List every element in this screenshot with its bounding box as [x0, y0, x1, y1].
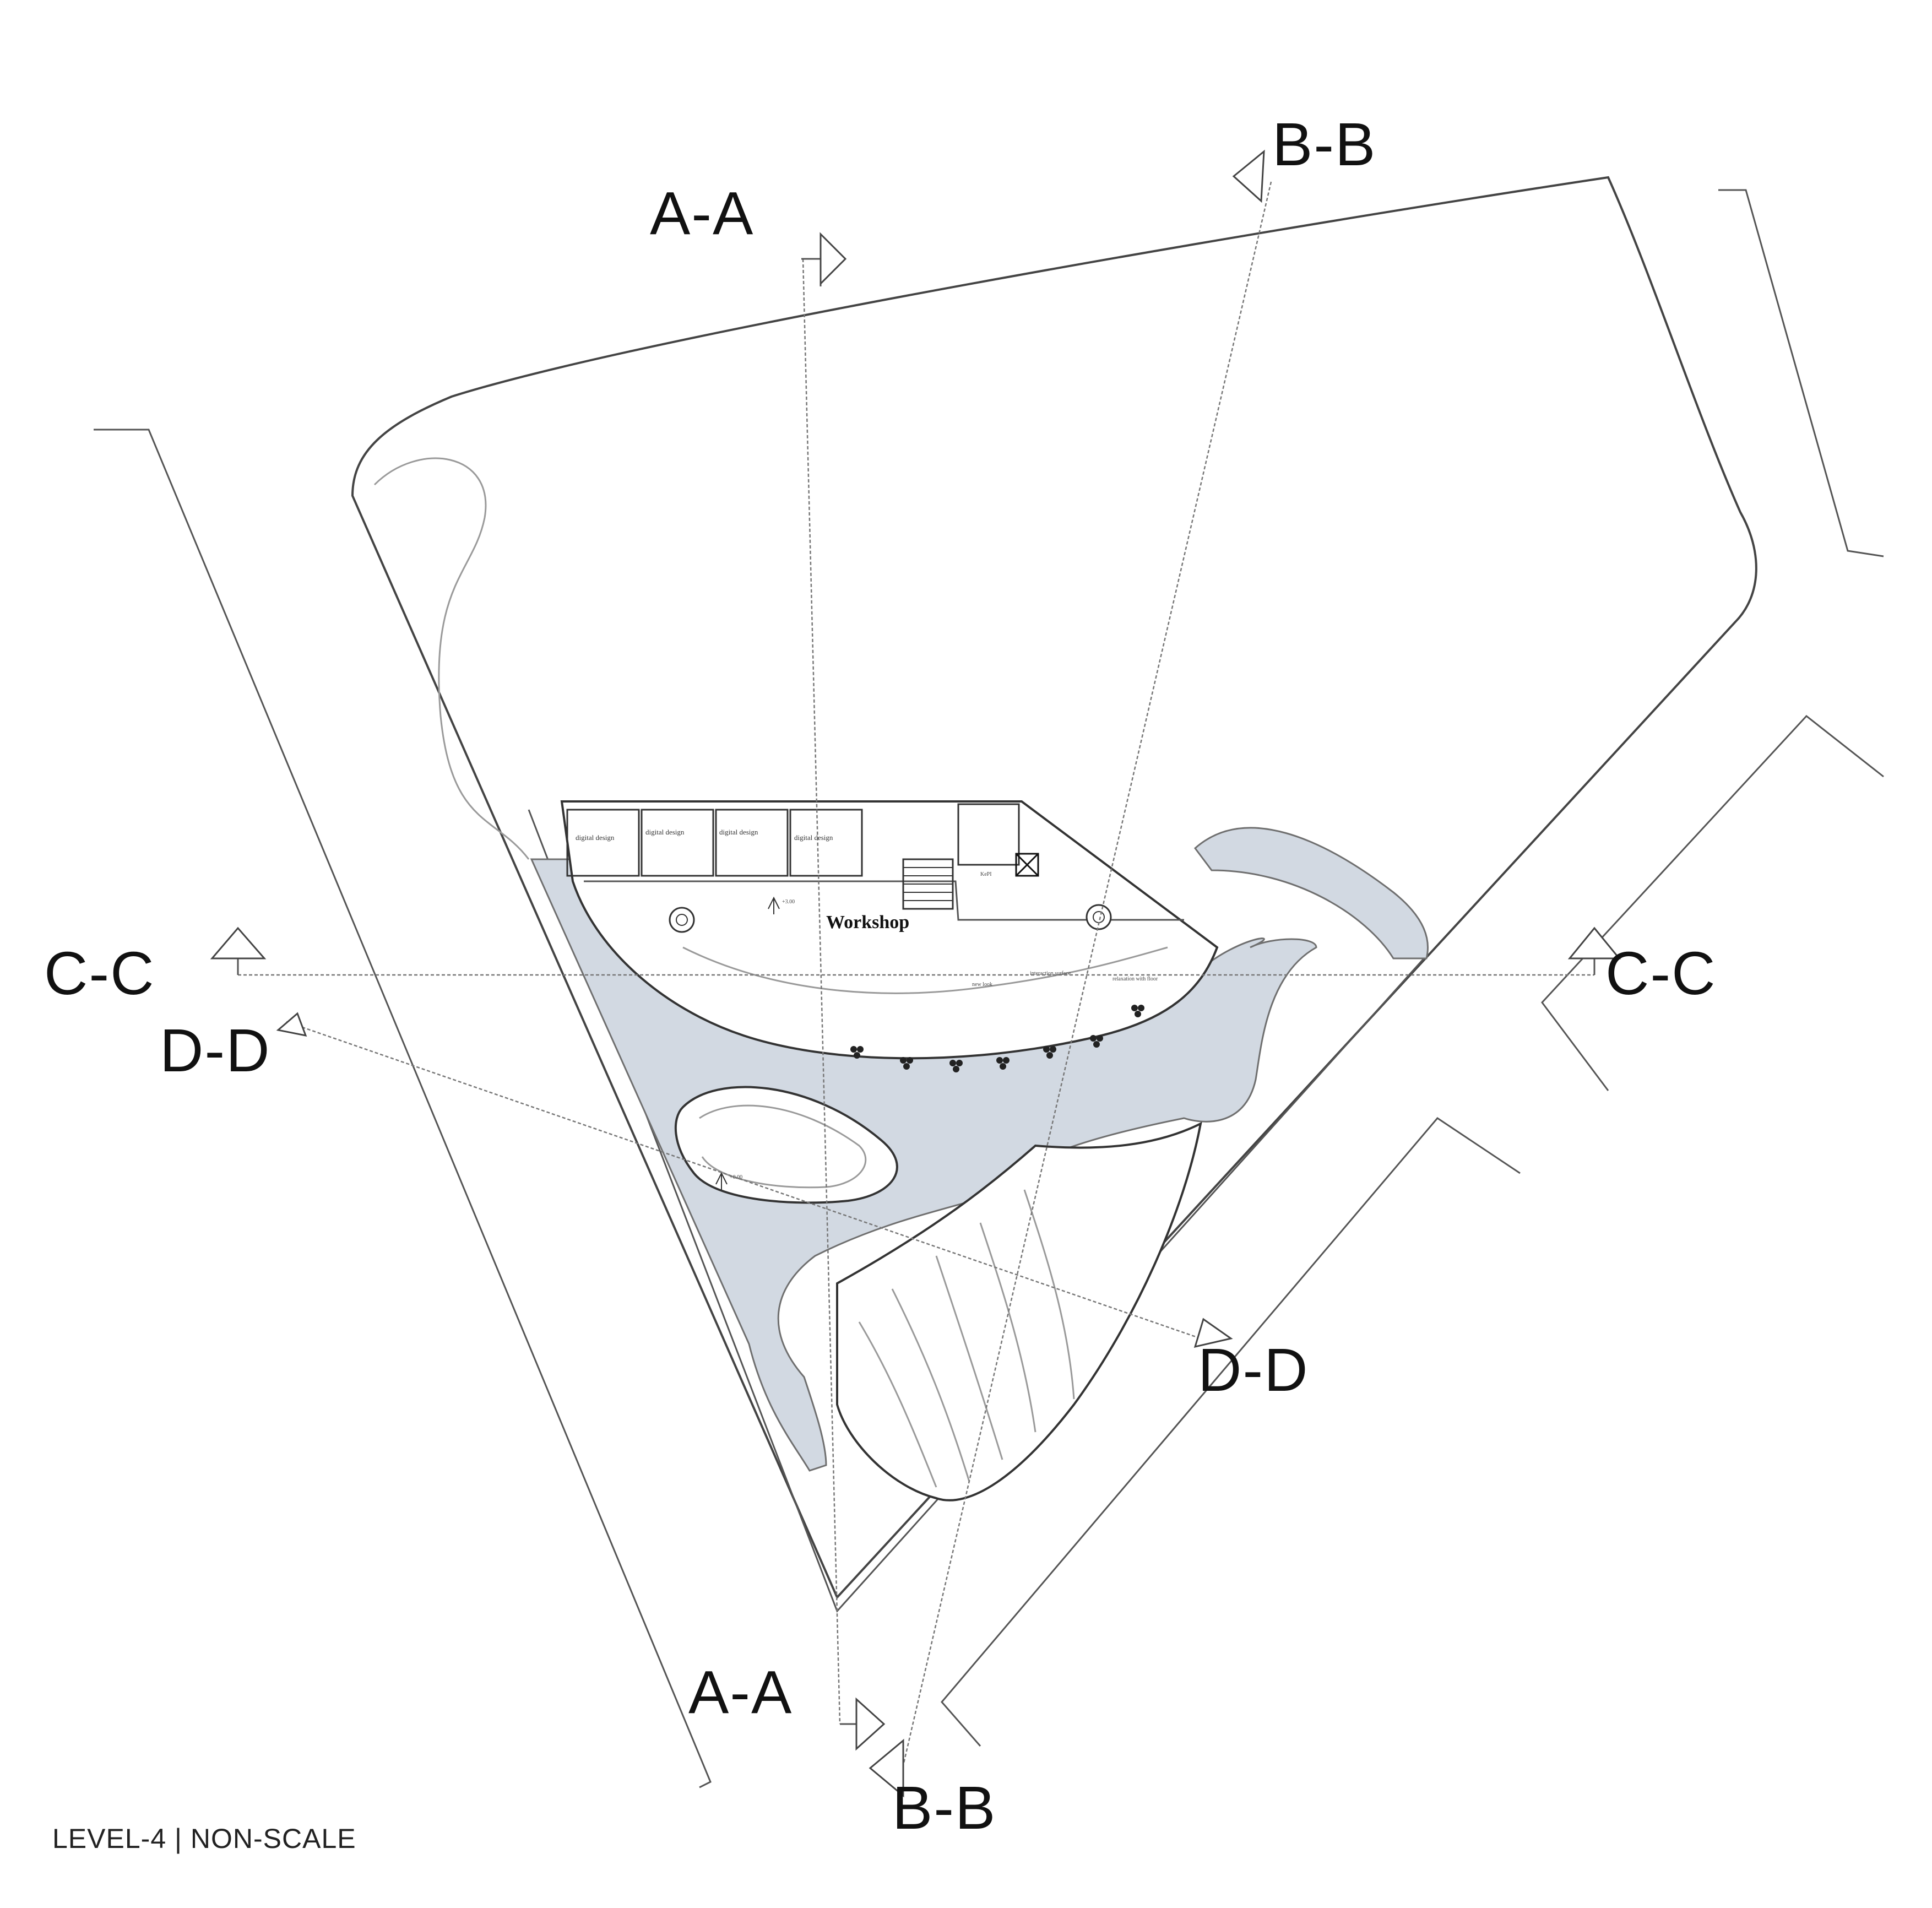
section-label-bb-top: B-B — [1272, 111, 1376, 178]
new-look-label: new look — [972, 982, 992, 988]
water-channel — [1193, 827, 1429, 960]
room-digital-1 — [566, 809, 640, 877]
section-arrow-aa-bottom — [840, 1697, 886, 1751]
road-edge-right-upper — [1718, 189, 1884, 557]
section-label-dd-right: D-D — [1198, 1336, 1309, 1404]
road-edge-right-middle — [1541, 714, 1884, 1091]
main-building-corridor — [584, 880, 1184, 921]
elevation-marker-1 — [768, 896, 780, 914]
column-left-inner — [676, 914, 688, 926]
site-boundary — [351, 176, 1757, 1600]
section-arrow-cc-right — [1567, 926, 1621, 975]
section-arrow-cc-left — [210, 926, 267, 975]
elevation-label-1: +3.00 — [782, 899, 795, 905]
section-label-cc-left: C-C — [44, 940, 155, 1007]
section-line-aa — [802, 258, 841, 1725]
elevator — [1015, 853, 1039, 877]
section-line-bb — [902, 181, 1272, 1766]
section-line-dd — [286, 1021, 1201, 1340]
main-building — [560, 800, 1219, 1060]
section-arrow-bb-bottom — [869, 1738, 904, 1798]
column-left — [669, 907, 695, 933]
main-building-inner-curve — [682, 946, 1168, 994]
elevation-marker-2 — [715, 1172, 728, 1190]
planters — [850, 1005, 1144, 1072]
room-digital-3 — [715, 809, 789, 877]
road-edge-left — [94, 429, 712, 1788]
section-label-bb-bottom: B-B — [892, 1774, 996, 1842]
section-label-dd-left: D-D — [160, 1017, 271, 1085]
inner-site-curve — [373, 457, 530, 860]
island-pavilion — [674, 1086, 898, 1204]
road-edge-right-lower — [941, 1117, 1521, 1747]
room-digital-3-label: digital design — [719, 828, 758, 836]
lower-wing — [836, 1121, 1202, 1502]
room-digital-2-label: digital design — [645, 828, 685, 836]
section-arrow-bb-top — [1232, 149, 1265, 203]
level-caption: LEVEL-4 | NON-SCALE — [52, 1823, 356, 1854]
room-digital-4-label: digital design — [794, 833, 833, 842]
service-room — [957, 803, 1020, 866]
relax-label: relaxation with floor — [1112, 976, 1158, 982]
lower-wing-ribs — [858, 1189, 1075, 1488]
section-arrow-aa-top — [801, 232, 847, 286]
stair-treads — [903, 867, 953, 901]
elevator-cross — [1015, 853, 1039, 877]
room-digital-1-label: digital design — [576, 833, 615, 842]
island-inner — [699, 1104, 867, 1189]
section-arrow-dd-right — [1193, 1318, 1233, 1348]
room-digital-4 — [789, 809, 863, 877]
workshop-label: Workshop — [826, 912, 909, 933]
column-right — [1086, 904, 1112, 930]
section-label-cc-right: C-C — [1605, 940, 1717, 1007]
kiosk-label: KePI — [980, 871, 992, 877]
room-digital-2 — [641, 809, 714, 877]
section-label-aa-top: A-A — [650, 180, 754, 247]
section-arrow-dd-left — [276, 1012, 307, 1037]
section-label-aa-bottom: A-A — [688, 1658, 793, 1726]
interaction-label: interaction surface — [1030, 971, 1071, 977]
